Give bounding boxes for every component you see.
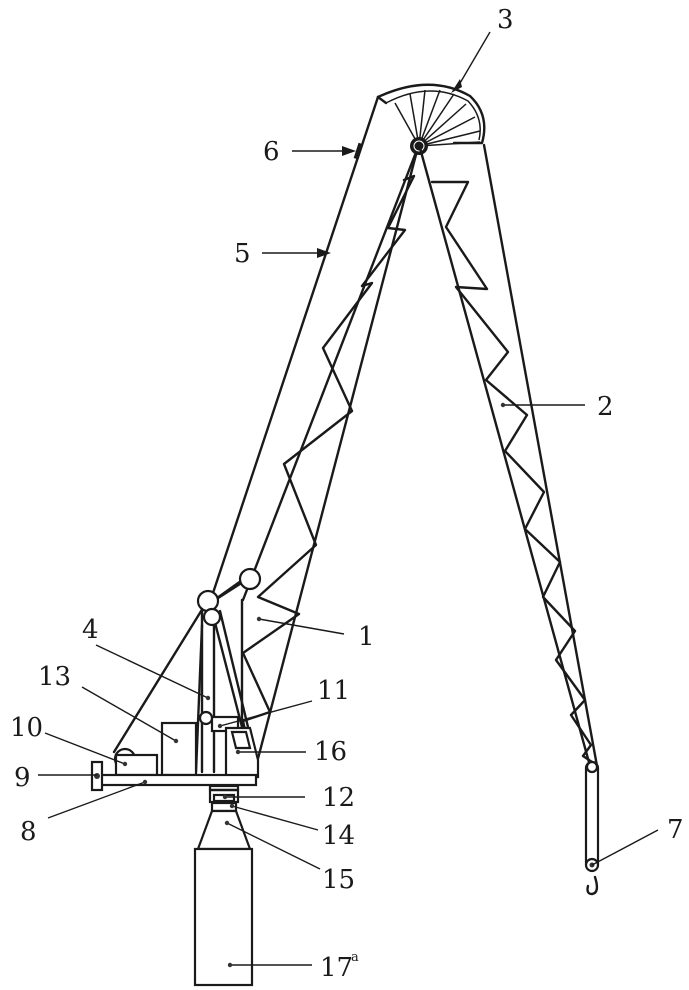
front-jib [418, 143, 599, 768]
machinery [90, 710, 260, 792]
label-3: 3 [497, 5, 514, 35]
label-8: 8 [20, 817, 37, 847]
label-2: 2 [597, 392, 614, 422]
label-7: 7 [667, 815, 684, 845]
sensor-marker [353, 142, 364, 160]
mast [112, 567, 262, 774]
label-11: 11 [317, 676, 350, 706]
label-14: 14 [322, 821, 355, 851]
label-12: 12 [322, 783, 355, 813]
label-1: 1 [358, 622, 375, 652]
label-15: 15 [322, 865, 355, 895]
part-labels: 1 2 3 4 5 6 7 8 9 10 11 12 13 14 15 16 1… [10, 5, 684, 983]
label-9: 9 [14, 763, 31, 793]
label-17-superscript: a [351, 950, 359, 965]
leader-lines [38, 31, 659, 968]
sheave-head [376, 83, 486, 155]
label-10: 10 [10, 713, 43, 743]
label-17: 17 [320, 953, 353, 983]
label-16: 16 [314, 737, 347, 767]
label-6: 6 [263, 137, 280, 167]
slewing-base [193, 784, 254, 987]
label-5: 5 [234, 239, 251, 269]
label-13: 13 [38, 662, 71, 692]
hook-assembly [584, 760, 600, 896]
back-jib [210, 95, 420, 780]
label-4: 4 [82, 615, 99, 645]
